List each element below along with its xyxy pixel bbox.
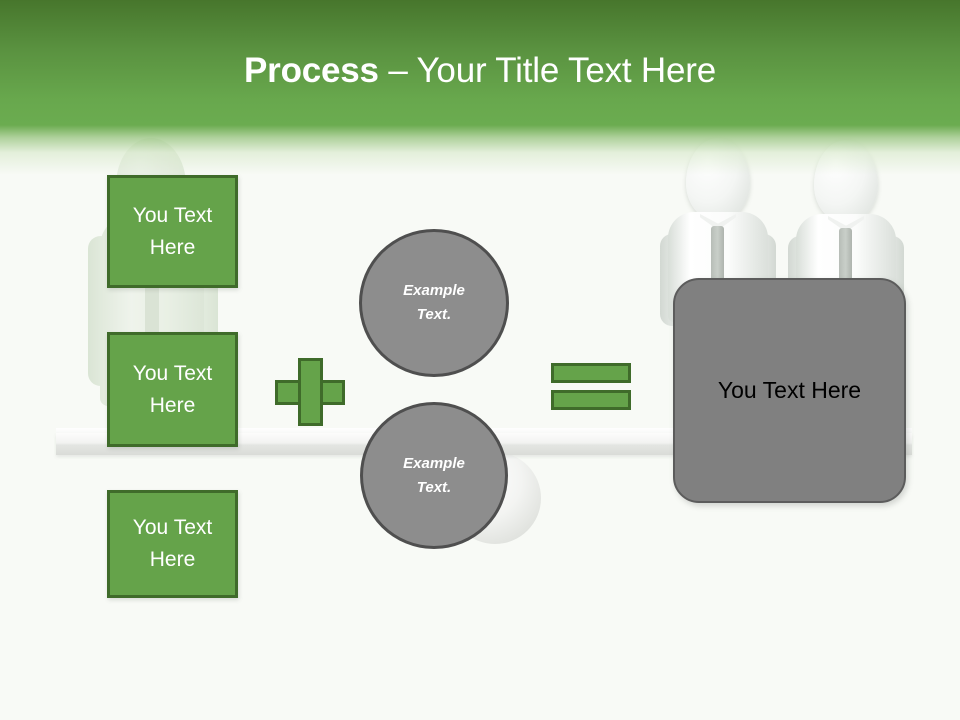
page-title: Process – Your Title Text Here (0, 50, 960, 92)
process-circle-2-line1: Example (403, 454, 465, 472)
plus-icon-core (301, 383, 320, 402)
equals-icon-top-bar (551, 363, 631, 383)
input-box-3-line2: Here (149, 548, 196, 571)
process-circle-1-line2: Text. (416, 306, 452, 323)
input-box-1-line2: Here (149, 235, 196, 259)
result-box[interactable]: You Text Here (673, 278, 906, 503)
input-box-2[interactable]: You Text Here (107, 332, 238, 447)
equals-icon-bottom-bar (551, 390, 631, 410)
input-box-2-line2: Here (149, 393, 196, 417)
input-box-3-line1: You Text (132, 516, 213, 539)
page-title-strong: Process (244, 51, 379, 90)
process-circle-1-line1: Example (403, 282, 465, 299)
header-band (0, 0, 960, 125)
result-box-label: You Text Here (717, 377, 862, 403)
page-title-light: – Your Title Text Here (378, 51, 716, 90)
input-box-1-line1: You Text (132, 203, 213, 227)
input-box-1[interactable]: You Text Here (107, 175, 238, 288)
input-box-2-line1: You Text (132, 361, 213, 385)
equals-icon (551, 363, 631, 411)
process-circle-1[interactable]: Example Text. (359, 229, 509, 377)
header-fade (0, 125, 960, 175)
process-circle-2[interactable]: Example Text. (360, 402, 508, 549)
input-box-3[interactable]: You Text Here (107, 490, 238, 598)
plus-icon (275, 358, 345, 426)
process-circle-2-line2: Text. (416, 478, 452, 496)
